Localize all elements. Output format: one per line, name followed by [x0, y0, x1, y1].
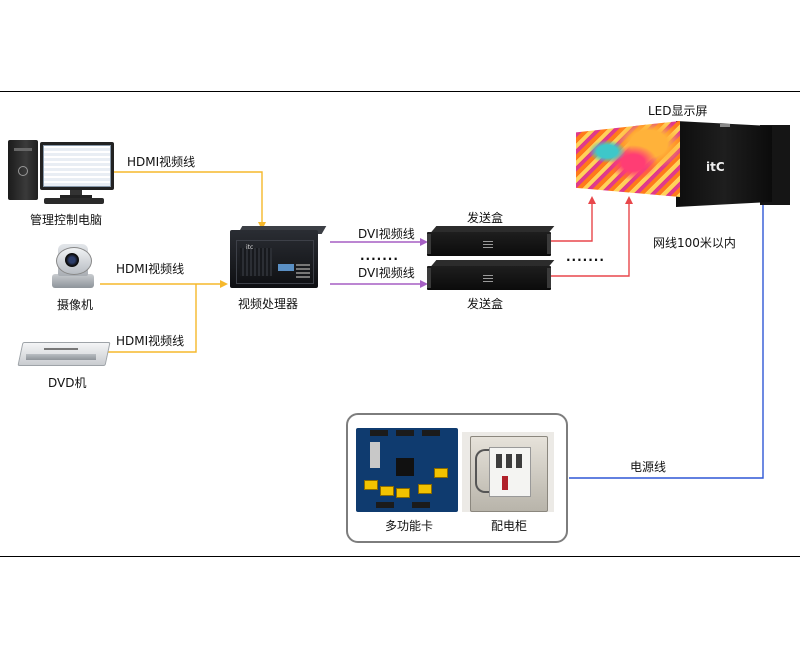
distribution-cabinet-label: 配电柜 [491, 519, 528, 533]
sender-box-top [427, 226, 555, 256]
pc-keyboard [44, 198, 104, 204]
dvi-dots: ······· [360, 252, 399, 266]
processor-logo: itc [246, 244, 254, 251]
pc-monitor [40, 142, 114, 190]
top-border-line [0, 91, 800, 92]
power-cable-label: 电源线 [630, 460, 667, 474]
camera-label: 摄像机 [57, 298, 94, 312]
dvd-label: DVD机 [48, 376, 87, 390]
camera-lens-icon [65, 253, 79, 267]
dvi-label-bottom: DVI视频线 [358, 266, 415, 280]
dvi-label-top: DVI视频线 [358, 227, 415, 241]
network-cable-label: 网线100米以内 [653, 236, 736, 250]
hdmi-label-pc: HDMI视频线 [127, 155, 196, 169]
processor-display [278, 264, 294, 271]
hdmi-arrow-dvd [220, 280, 228, 288]
hdmi-cable-pc [112, 171, 263, 227]
sender-box-bottom [427, 260, 555, 290]
pc-tower [8, 140, 38, 200]
hdmi-label-dvd: HDMI视频线 [116, 334, 185, 348]
network-arrow-top [588, 196, 596, 204]
pc-label: 管理控制电脑 [30, 213, 103, 227]
sender-box-label-bottom: 发送盒 [467, 297, 504, 311]
led-logo: itC [706, 160, 725, 174]
hdmi-label-camera: HDMI视频线 [116, 262, 185, 276]
network-arrow-bottom [625, 196, 633, 204]
multifunction-card-label: 多功能卡 [385, 519, 434, 533]
video-processor-label: 视频处理器 [238, 297, 299, 311]
led-screen-label: LED显示屏 [648, 104, 708, 118]
bottom-border-line [0, 556, 800, 557]
led-panel-image [576, 121, 680, 197]
network-cable-top [551, 200, 593, 242]
sender-dots: ······· [566, 253, 605, 267]
sender-box-label-top: 发送盒 [467, 211, 504, 225]
processor-buttons [296, 262, 310, 278]
multifunction-card-image [356, 428, 458, 512]
distribution-cabinet-image [462, 432, 554, 512]
